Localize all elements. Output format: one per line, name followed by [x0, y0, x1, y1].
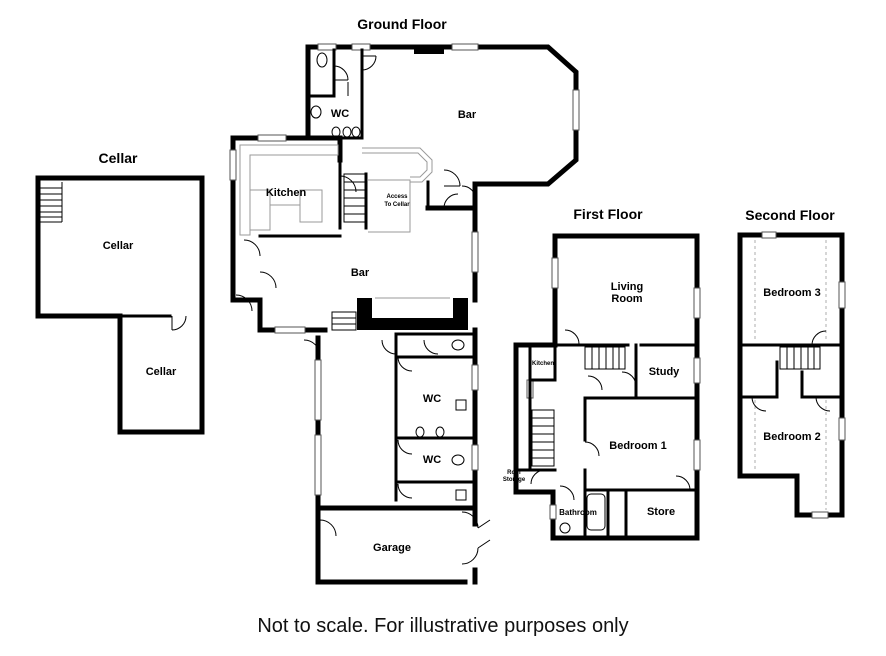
cellar-plan: Cellar Cellar Cellar [35, 150, 205, 435]
store-label: Store [647, 506, 675, 518]
bedroom-2-label: Bedroom 2 [763, 431, 820, 443]
first-floor-plan: First Floor Living Room Kitchen [503, 206, 701, 541]
cellar-small-label: Cellar [146, 366, 177, 378]
first-floor-stair [531, 346, 626, 467]
wc-upper-label: WC [331, 108, 349, 120]
living-room-label-1: Living [611, 281, 643, 293]
second-floor-plan: Second Floor Bedroom 3 Bedroom 2 [737, 207, 846, 519]
garage-label: Garage [373, 542, 411, 554]
roof-storage-label-2: Storage [503, 477, 526, 483]
bar-upper-label: Bar [458, 109, 477, 121]
access-cellar-label-1: Access [386, 194, 408, 200]
second-floor-title: Second Floor [745, 207, 835, 223]
ground-stair [343, 173, 367, 223]
bedroom-3-label: Bedroom 3 [763, 287, 820, 299]
wc-lower-label: WC [423, 454, 441, 466]
cellar-title: Cellar [99, 150, 138, 166]
kitchen-ground-label: Kitchen [266, 187, 307, 199]
ground-floor-title: Ground Floor [357, 16, 447, 32]
cellar-stair [39, 182, 63, 223]
roof-storage-label-1: Roof [507, 470, 522, 476]
second-floor-stair [779, 346, 821, 370]
kitchen-first-label: Kitchen [532, 361, 554, 367]
bathroom-label: Bathroom [559, 508, 597, 517]
bar-lower-label: Bar [351, 267, 370, 279]
disclaimer-text: Not to scale. For illustrative purposes … [257, 615, 629, 637]
living-room-label-2: Room [611, 293, 642, 305]
study-label: Study [649, 366, 680, 378]
first-floor-title: First Floor [573, 206, 643, 222]
wc-mid-label: WC [423, 393, 441, 405]
access-cellar-label-2: To Cellar [384, 202, 410, 208]
ground-floor-plan: Ground Floor WC Bar [229, 16, 580, 585]
cellar-main-label: Cellar [103, 240, 134, 252]
bedroom-1-label: Bedroom 1 [609, 440, 666, 452]
